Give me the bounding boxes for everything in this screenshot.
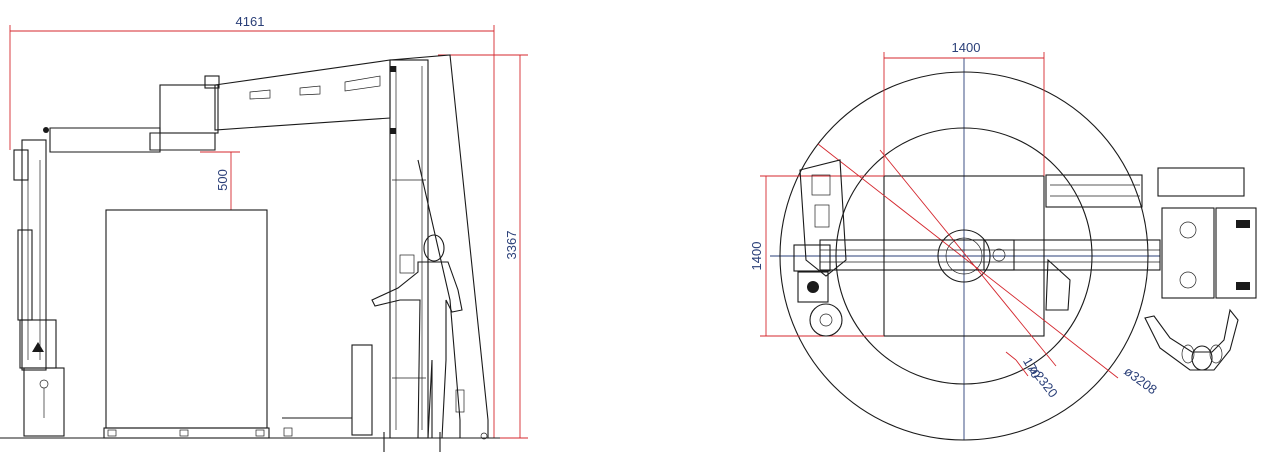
overall-height-label: 3367 [504, 231, 519, 260]
mast [389, 54, 489, 440]
overall-width-label: 4161 [236, 14, 265, 29]
arm [43, 59, 391, 153]
table-width-label: 1400 [952, 40, 981, 55]
diameter-leaders: ø2320 ø3208 170 [817, 143, 1160, 400]
side-view: 4161 3367 500 [0, 14, 528, 452]
clearance-label: 500 [215, 169, 230, 191]
inner-circle [835, 127, 1093, 385]
operator-figure [371, 234, 463, 439]
top-carriage [793, 159, 847, 337]
base-structures [282, 344, 441, 452]
pallet-square [883, 175, 1045, 337]
film-carriage [13, 139, 65, 437]
clearance-dimension: 500 [200, 151, 240, 210]
turntable-hub [937, 229, 991, 283]
top-base-structure [1045, 167, 1257, 311]
top-arm [819, 239, 1161, 271]
overall-width-dimension: 4161 [9, 14, 495, 438]
top-view: 1400 1400 ø2320 ø3208 170 [749, 40, 1257, 441]
overall-height-dimension: 3367 [438, 54, 528, 439]
outer-diameter-label: ø3208 [1121, 363, 1160, 397]
load-box [103, 209, 270, 439]
operator-top-view [1144, 308, 1239, 371]
table-depth-label: 1400 [749, 242, 764, 271]
outer-circle [779, 71, 1149, 441]
